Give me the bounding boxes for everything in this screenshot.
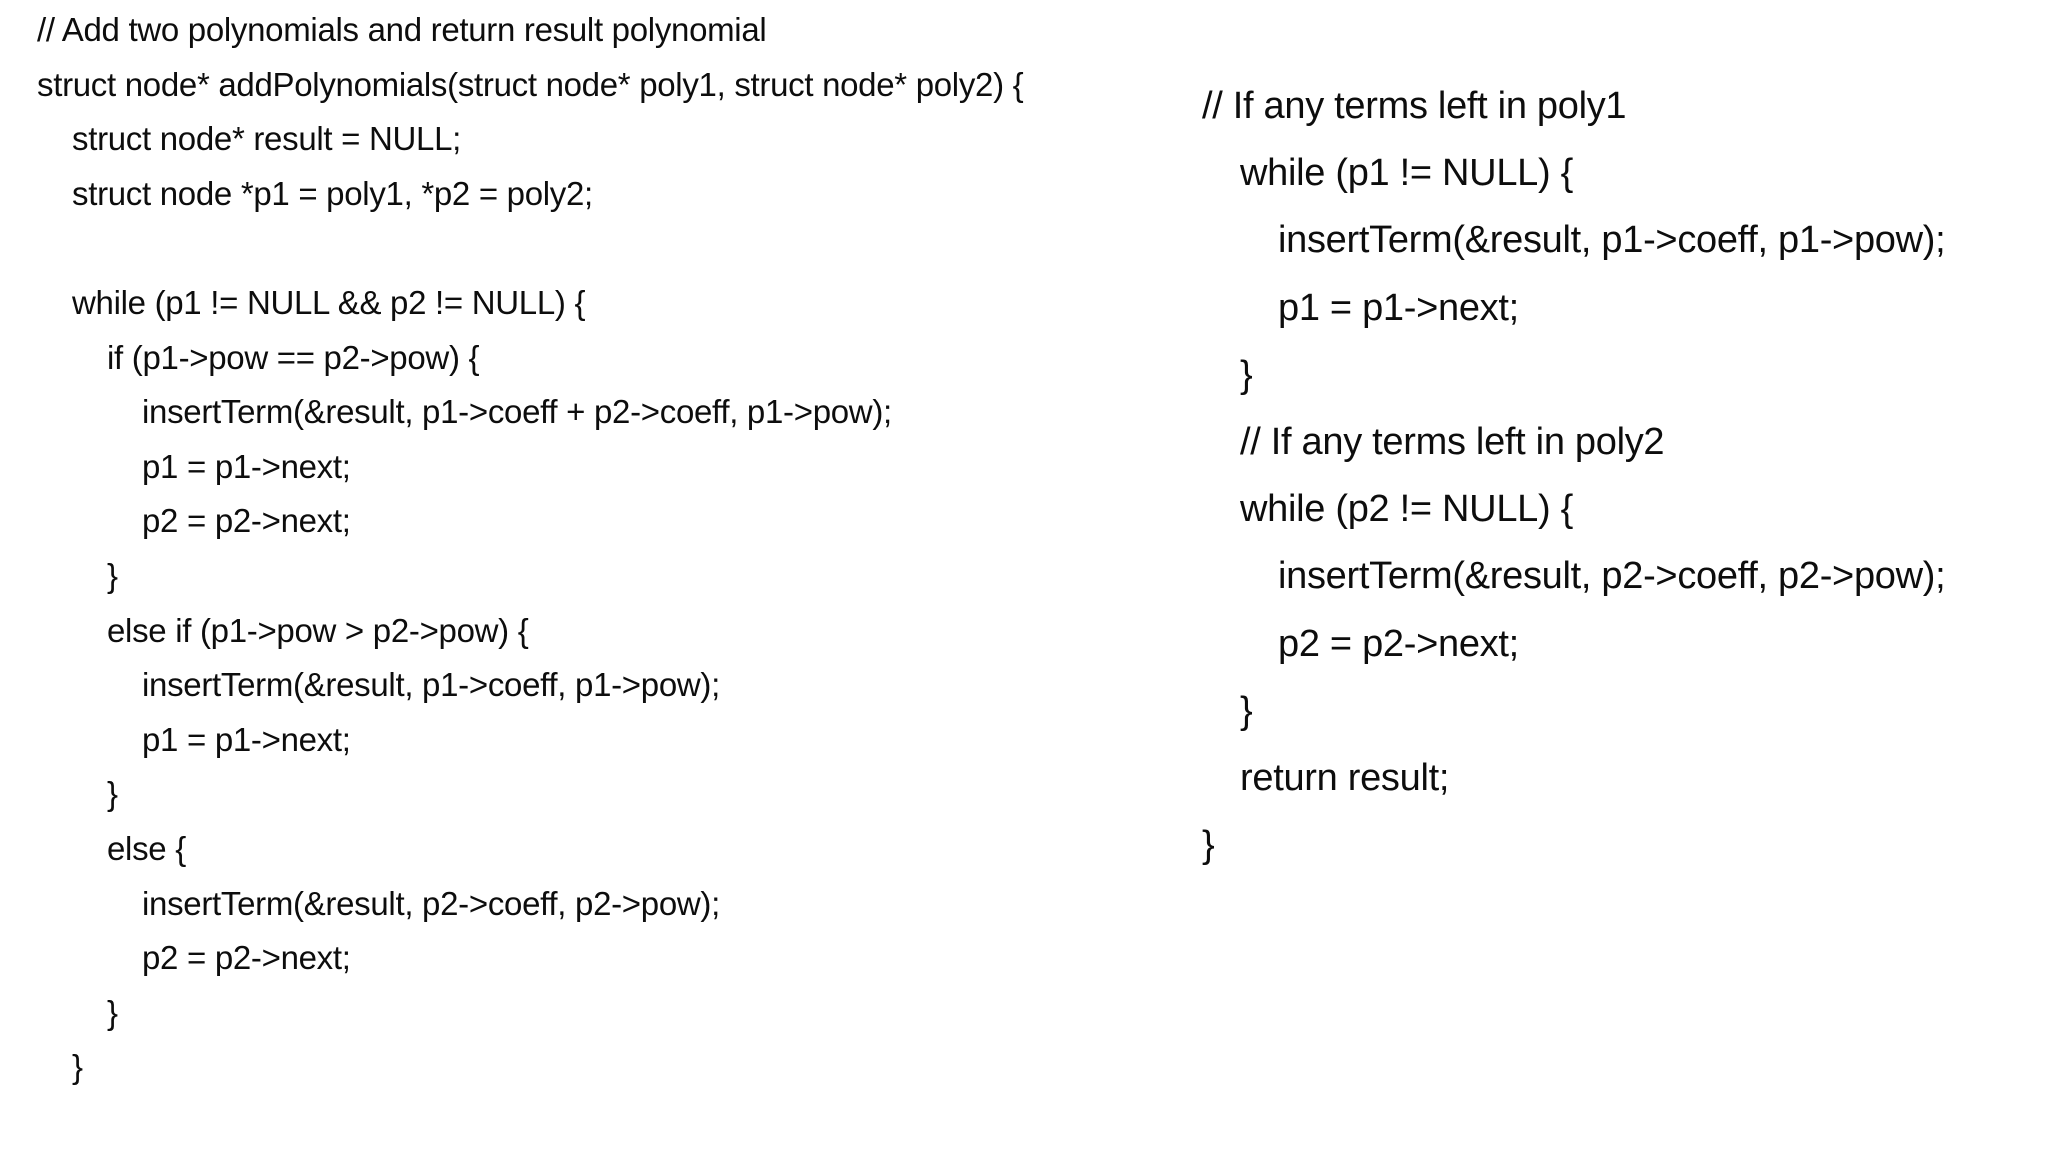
code-line: return result; xyxy=(1240,757,1450,800)
code-line: p1 = p1->next; xyxy=(142,447,351,485)
code-line: } xyxy=(72,1048,83,1086)
code-line: } xyxy=(107,993,118,1031)
code-column-right: // If any terms left in poly1 while (p1 !… xyxy=(1202,73,1946,879)
code-line: p2 = p2->next; xyxy=(142,502,351,540)
code-line: else if (p1->pow > p2->pow) { xyxy=(107,611,529,649)
code-column-left: // Add two polynomials and return result… xyxy=(37,3,1024,1095)
code-line: struct node* addPolynomials(struct node*… xyxy=(37,65,1024,103)
code-line: p2 = p2->next; xyxy=(142,939,351,977)
code-line: } xyxy=(1202,824,1215,867)
code-line: } xyxy=(107,556,118,594)
code-line: p1 = p1->next; xyxy=(1278,286,1519,329)
code-line: insertTerm(&result, p1->coeff + p2->coef… xyxy=(142,393,892,431)
code-line: // Add two polynomials and return result… xyxy=(37,11,767,48)
code-line: p2 = p2->next; xyxy=(1278,622,1519,665)
code-line: } xyxy=(1240,353,1253,396)
code-line: insertTerm(&result, p1->coeff, p1->pow); xyxy=(1278,219,1946,262)
code-line: while (p1 != NULL && p2 != NULL) { xyxy=(72,283,586,321)
code-line: p1 = p1->next; xyxy=(142,720,351,758)
code-line xyxy=(37,221,1023,276)
code-line: } xyxy=(107,775,118,813)
code-line: struct node *p1 = poly1, *p2 = poly2; xyxy=(72,174,593,212)
code-line: insertTerm(&result, p1->coeff, p1->pow); xyxy=(142,666,720,704)
code-line: while (p1 != NULL) { xyxy=(1240,152,1573,195)
code-line: insertTerm(&result, p2->coeff, p2->pow); xyxy=(142,884,720,922)
code-line: else { xyxy=(107,829,186,867)
code-line: insertTerm(&result, p2->coeff, p2->pow); xyxy=(1278,555,1946,598)
code-line: struct node* result = NULL; xyxy=(72,120,462,158)
code-line: while (p2 != NULL) { xyxy=(1240,488,1573,531)
code-line: if (p1->pow == p2->pow) { xyxy=(107,338,480,376)
code-line: } xyxy=(1240,689,1253,732)
code-line: // If any terms left in poly2 xyxy=(1240,421,1665,464)
code-line: // If any terms left in poly1 xyxy=(1202,85,1627,127)
